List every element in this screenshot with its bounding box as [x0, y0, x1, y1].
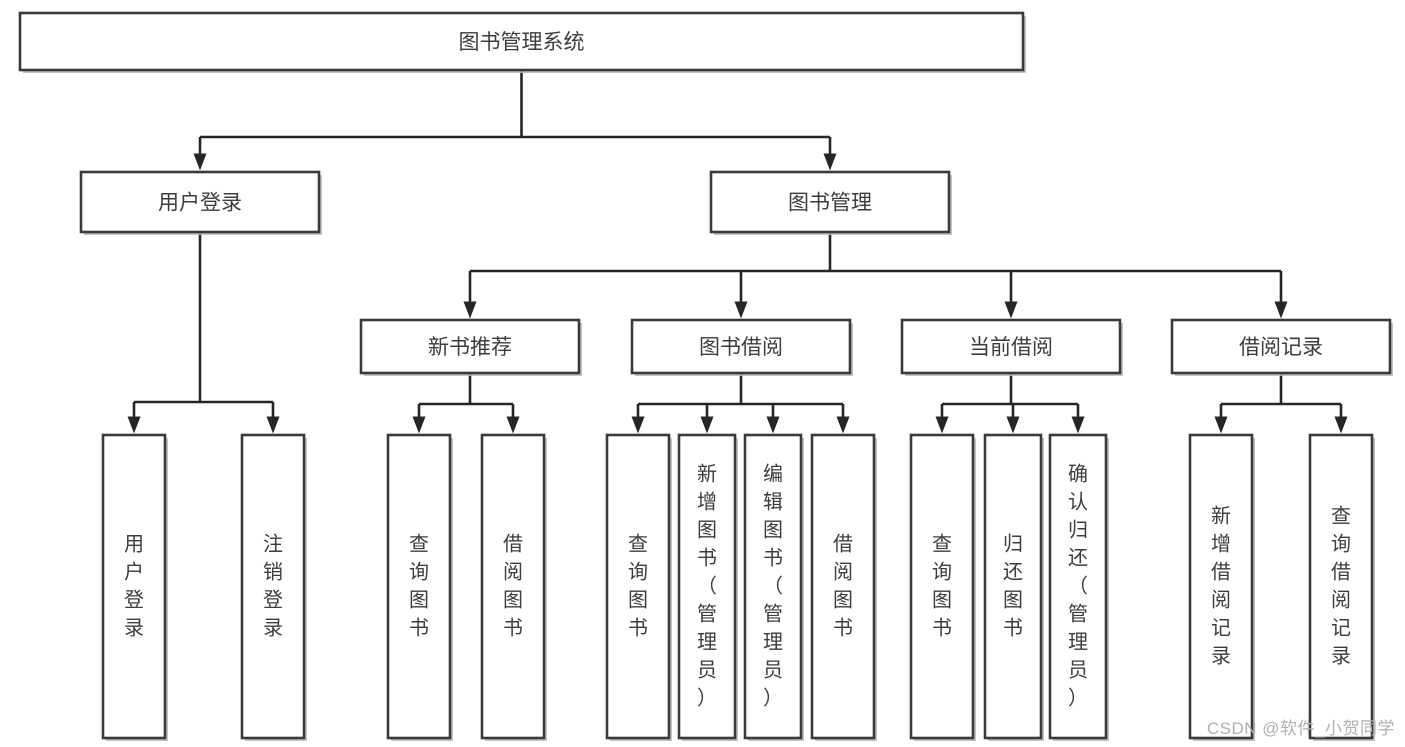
leaf-box[interactable] — [909, 433, 975, 740]
leaf-label: 新增图书（管理员） — [697, 463, 717, 710]
leaf-box[interactable] — [480, 433, 546, 740]
node-leaf-add-record[interactable]: 新增借阅记录 — [1188, 433, 1255, 741]
arrow-head — [631, 416, 645, 434]
node-leaf-borrow-book-bor[interactable]: 借阅图书 — [810, 433, 877, 741]
arrow-head — [1334, 416, 1348, 434]
leaf-box[interactable] — [743, 433, 803, 740]
node-leaf-logout[interactable]: 注销登录 — [240, 433, 307, 741]
node-leaf-confirm-return[interactable]: 确认归还（管理员） — [1048, 433, 1109, 741]
leaf-box[interactable] — [983, 433, 1043, 740]
node-user-login[interactable]: 用户登录 — [79, 170, 322, 235]
level3-box[interactable] — [900, 318, 1122, 375]
node-leaf-borrow-book-rec[interactable]: 借阅图书 — [480, 433, 547, 741]
node-leaf-user-login[interactable]: 用户登录 — [101, 433, 168, 741]
leaf-label: 归还图书 — [1003, 533, 1023, 640]
node-leaf-query-book-cur[interactable]: 查询图书 — [909, 433, 976, 741]
leaf-label: 借阅图书 — [833, 533, 853, 640]
level2-box[interactable] — [709, 170, 951, 234]
leaf-box[interactable] — [1048, 433, 1108, 740]
leaf-label: 新增借阅记录 — [1211, 505, 1231, 668]
arrow-head — [766, 416, 780, 434]
leaf-label: 确认归还（管理员） — [1068, 463, 1088, 710]
node-leaf-query-book-rec[interactable]: 查询图书 — [386, 433, 453, 741]
node-leaf-return-book[interactable]: 归还图书 — [983, 433, 1044, 741]
leaf-box[interactable] — [386, 433, 452, 740]
level3-label: 新书推荐 — [428, 336, 512, 359]
node-leaf-add-book[interactable]: 新增图书（管理员） — [677, 433, 738, 741]
node-borrow-record[interactable]: 借阅记录 — [1170, 318, 1393, 376]
arrow-head — [1214, 416, 1228, 434]
leaf-label: 注销登录 — [263, 533, 283, 640]
arrow-head — [836, 416, 850, 434]
leaf-label: 查询图书 — [628, 533, 648, 640]
arrow-head — [1071, 416, 1085, 434]
leaf-label: 查询图书 — [932, 533, 952, 640]
node-root[interactable]: 图书管理系统 — [18, 11, 1026, 73]
arrow-head — [1004, 301, 1018, 319]
level3-label: 图书借阅 — [699, 336, 783, 359]
level3-box[interactable] — [359, 318, 581, 375]
level2-label: 图书管理 — [788, 192, 872, 215]
level3-label: 当前借阅 — [969, 336, 1053, 359]
root-label: 图书管理系统 — [459, 31, 585, 54]
leaf-label: 查询图书 — [409, 533, 429, 640]
arrow-head — [700, 416, 714, 434]
leaf-label: 查询借阅记录 — [1331, 505, 1351, 668]
arrow-head — [506, 416, 520, 434]
level3-box[interactable] — [630, 318, 852, 375]
leaf-box[interactable] — [810, 433, 876, 740]
leaf-label: 编辑图书（管理员） — [763, 463, 783, 710]
node-leaf-edit-book[interactable]: 编辑图书（管理员） — [743, 433, 804, 741]
arrow-head — [266, 416, 280, 434]
level2-label: 用户登录 — [158, 192, 242, 215]
node-current-borrow[interactable]: 当前借阅 — [900, 318, 1123, 376]
arrow-head — [127, 416, 141, 434]
leaf-box[interactable] — [1188, 433, 1254, 740]
leaf-box[interactable] — [677, 433, 737, 740]
root-box[interactable] — [18, 11, 1025, 72]
arrow-head — [935, 416, 949, 434]
leaf-label: 用户登录 — [124, 534, 144, 640]
watermark-text: CSDN @软件_小贺同学 — [1206, 719, 1395, 738]
node-book-borrow[interactable]: 图书借阅 — [630, 318, 853, 376]
node-book-manage[interactable]: 图书管理 — [709, 170, 952, 235]
arrow-head — [823, 153, 837, 171]
node-leaf-query-record[interactable]: 查询借阅记录 — [1308, 433, 1375, 741]
leaf-box[interactable] — [101, 433, 167, 740]
arrow-head — [412, 416, 426, 434]
level3-box[interactable] — [1170, 318, 1392, 375]
edge-layer — [127, 70, 1348, 434]
arrow-head — [734, 301, 748, 319]
node-leaf-query-book-bor[interactable]: 查询图书 — [605, 433, 672, 741]
arrow-head — [1274, 301, 1288, 319]
leaf-box[interactable] — [605, 433, 671, 740]
leaf-box[interactable] — [240, 433, 306, 740]
node-new-book-recommend[interactable]: 新书推荐 — [359, 318, 582, 376]
leaf-label: 借阅图书 — [503, 533, 523, 640]
arrow-head — [1006, 416, 1020, 434]
arrow-head — [463, 301, 477, 319]
level3-label: 借阅记录 — [1239, 336, 1323, 359]
level2-box[interactable] — [79, 170, 321, 234]
box-layer: 图书管理系统用户登录图书管理新书推荐图书借阅当前借阅借阅记录用户登录注销登录查询… — [18, 11, 1393, 741]
arrow-head — [193, 153, 207, 171]
leaf-box[interactable] — [1308, 433, 1374, 740]
